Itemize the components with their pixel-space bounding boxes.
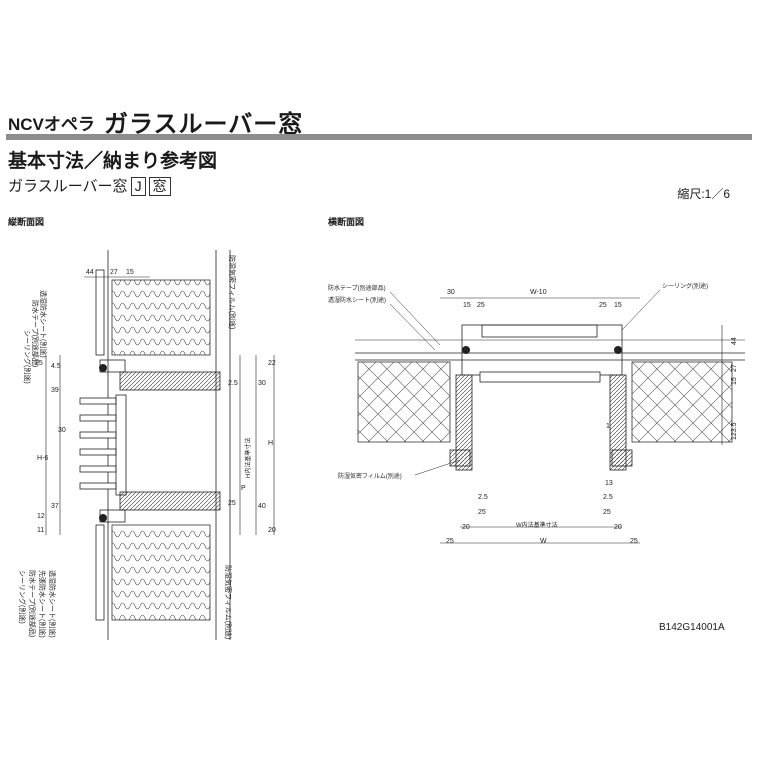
h-dim-15: 15	[731, 377, 738, 385]
v-dim-30: 30	[58, 427, 66, 434]
v-dim-20: 20	[268, 527, 276, 534]
v-dim-15: 15	[126, 269, 134, 276]
h-callout-tape: 防水テープ(別途部品)	[328, 284, 386, 292]
type-box-j: J	[130, 177, 146, 196]
v-callout-tape-top: 防水テープ(別途部品)	[31, 300, 40, 367]
vertical-section-drawing: 44 27 15 25 4.5 39 30 H-6 37 12 11 22 2.…	[18, 250, 276, 640]
h-dim-25-r: 25	[599, 302, 607, 309]
page-title: ガラスルーバー窓	[104, 111, 304, 138]
header-rule	[6, 134, 752, 140]
h-callout-sheet: 透湿防水シート(別途)	[328, 296, 386, 304]
v-dim-40: 40	[258, 503, 266, 510]
h-dim-25-outer-r: 25	[630, 538, 638, 545]
v-dim-h: H	[268, 440, 273, 447]
v-dim-25-r: 25	[228, 500, 236, 507]
v-callout-sheet-top: 透湿防水シート(別途)	[39, 290, 48, 358]
h-dim-1: 1	[606, 423, 610, 430]
h-dim-30: 30	[447, 289, 455, 296]
window-type-text: ガラスルーバー窓	[8, 178, 128, 195]
scale-label: 縮尺:1／6	[677, 187, 730, 201]
v-dim-h-6: H-6	[37, 455, 48, 462]
page-subtitle: 基本寸法／納まり参考図	[8, 151, 218, 172]
h-dim-25-br: 25	[603, 509, 611, 516]
h-dim-2-5-l: 2.5	[478, 494, 488, 501]
vertical-section-label: 縦断面図	[8, 217, 45, 227]
h-dim-w-10: W-10	[530, 289, 547, 296]
v-dim-37: 37	[51, 503, 59, 510]
v-callout-pre-sheet: 先張防水シート(別途)	[38, 570, 47, 638]
v-dim-11: 11	[37, 527, 44, 534]
v-dim-25: 25	[35, 360, 43, 367]
h-dim-13: 13	[605, 480, 613, 487]
h-dim-25-l: 25	[477, 302, 485, 309]
v-dim-12: 12	[37, 513, 45, 520]
horizontal-section-label: 横断面図	[328, 217, 365, 227]
horizontal-section-drawing: 30 W-10 15 25 25 15 44 27 15 123.5 1 2.5…	[328, 282, 745, 545]
v-dim-30-r: 30	[258, 380, 266, 387]
v-callout-sheet-bottom: 透湿防水シート(別途)	[48, 570, 57, 638]
h-dim-w-basic: W内法基準寸法	[516, 521, 558, 529]
v-dim-4-5: 4.5	[51, 363, 61, 370]
h-dim-123-5: 123.5	[731, 422, 738, 440]
h-dim-25-bl: 25	[478, 509, 486, 516]
v-callout-sealing-top: シーリング(別途)	[23, 330, 32, 384]
v-callout-film-top: 防湿気密フィルム(別途)	[228, 255, 237, 329]
v-callout-tape-bottom: 防水テープ(別途部品)	[28, 570, 37, 637]
h-callout-sealing: シーリング(別途)	[662, 282, 708, 290]
h-dim-27: 27	[731, 364, 738, 372]
h-dim-20-r: 20	[614, 524, 622, 531]
v-dim-44: 44	[86, 269, 94, 276]
v-dim-39: 39	[51, 387, 59, 394]
h-dim-15-l: 15	[463, 302, 471, 309]
h-dim-44: 44	[731, 337, 738, 345]
v-dim-h-basic: H内法基準寸法	[244, 438, 252, 478]
v-dim-27: 27	[110, 269, 118, 276]
h-dim-25-outer-l: 25	[446, 538, 454, 545]
drawing-id: B142G14001A	[659, 622, 725, 633]
h-dim-15-r: 15	[614, 302, 622, 309]
v-callout-film-bottom: 防湿気密フィルム(別途)	[224, 565, 233, 639]
h-dim-2-5-r: 2.5	[603, 494, 613, 501]
h-dim-w: W	[540, 538, 547, 545]
v-callout-sealing-bottom: シーリング(別途)	[18, 570, 27, 624]
type-box-window: 窓	[148, 177, 171, 196]
v-dim-22: 22	[268, 360, 276, 367]
v-dim-2-5: 2.5	[228, 380, 238, 387]
v-dim-p: P	[241, 485, 246, 492]
h-dim-20-l: 20	[462, 524, 470, 531]
product-series: NCVオペラ	[8, 115, 95, 134]
h-callout-film: 防湿気密フィルム(別途)	[338, 472, 402, 480]
